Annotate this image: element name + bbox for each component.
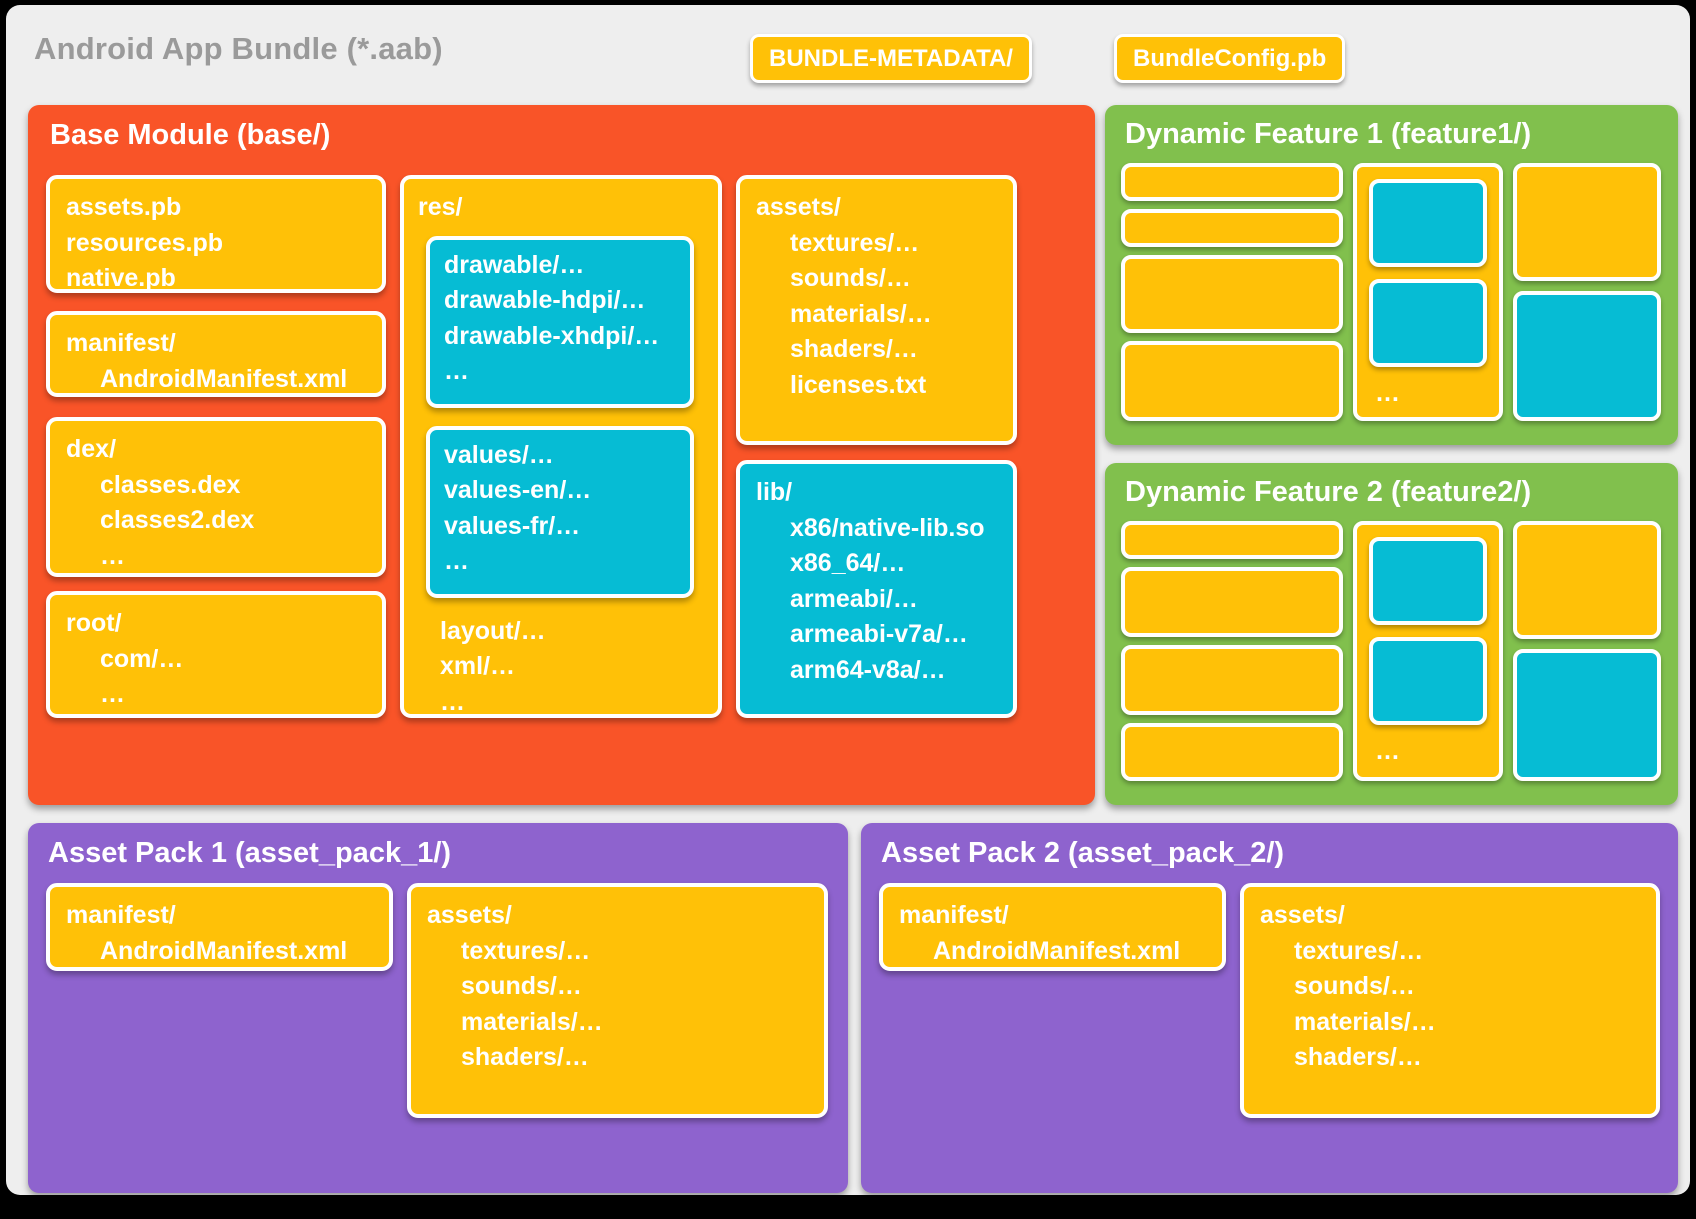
- pack1-manifest-head: manifest/: [66, 901, 176, 929]
- dynamic-feature-1-container: Dynamic Feature 1 (feature1/) …: [1105, 105, 1678, 445]
- feature2-lib-box: [1513, 649, 1661, 781]
- base-assets-child-3: materials/…: [790, 299, 932, 328]
- pack2-assets-head: assets/: [1260, 901, 1345, 929]
- dex-head: dex/: [66, 435, 117, 463]
- base-assets-child-2: sounds/…: [790, 264, 911, 292]
- dynamic-feature-2-title: Dynamic Feature 2 (feature2/): [1125, 476, 1532, 508]
- res-values-box: values/… values-en/… values-fr/… …: [426, 425, 694, 598]
- android-app-bundle-card: Android App Bundle (*.aab) BUNDLE-METADA…: [6, 5, 1690, 1195]
- values-line-3: values-fr/…: [444, 511, 581, 540]
- feature1-bar-2: [1121, 209, 1343, 247]
- root-child-1: com/…: [100, 644, 184, 673]
- base-root-box: root/ com/… …: [46, 591, 386, 718]
- protos-line-3: native.pb: [66, 264, 176, 292]
- res-head: res/: [418, 193, 463, 221]
- pack2-assets-child-1: textures/…: [1294, 936, 1424, 965]
- lib-child-1: x86/native-lib.so: [790, 513, 985, 542]
- feature1-assets-box: [1513, 163, 1661, 281]
- lib-child-4: armeabi-v7a/…: [790, 620, 968, 648]
- base-dex-box: dex/ classes.dex classes2.dex …: [46, 417, 386, 577]
- asset-pack-2-title: Asset Pack 2 (asset_pack_2/): [881, 837, 1285, 869]
- pack1-manifest-box: manifest/ AndroidManifest.xml: [46, 883, 393, 971]
- feature2-cyan-2: [1369, 637, 1487, 725]
- values-line-1: values/…: [444, 440, 554, 469]
- asset-pack-2-container: Asset Pack 2 (asset_pack_2/) manifest/ A…: [861, 823, 1678, 1193]
- bundle-metadata-chip: BUNDLE-METADATA/: [750, 34, 1032, 83]
- pack2-assets-child-4: shaders/…: [1294, 1043, 1422, 1071]
- asset-pack-1-title: Asset Pack 1 (asset_pack_1/): [48, 837, 452, 869]
- feature1-cyan-2: [1369, 279, 1487, 367]
- protos-line-2: resources.pb: [66, 228, 224, 257]
- feature2-bar-4: [1121, 723, 1343, 781]
- pack1-assets-child-2: sounds/…: [461, 972, 582, 1000]
- root-child-2: …: [100, 680, 125, 708]
- pack2-assets-child-3: materials/…: [1294, 1007, 1436, 1036]
- pack1-assets-child-3: materials/…: [461, 1007, 603, 1036]
- manifest-head: manifest/: [66, 329, 176, 357]
- pack2-assets-child-2: sounds/…: [1294, 972, 1415, 1000]
- lib-child-3: armeabi/…: [790, 584, 918, 613]
- feature1-res-container: …: [1353, 163, 1503, 421]
- pack1-manifest-child-1: AndroidManifest.xml: [100, 936, 348, 965]
- res-tail-2: xml/…: [440, 652, 516, 680]
- bundle-header: Android App Bundle (*.aab) BUNDLE-METADA…: [6, 5, 1690, 97]
- pack2-manifest-box: manifest/ AndroidManifest.xml: [879, 883, 1226, 971]
- feature1-bar-1: [1121, 163, 1343, 201]
- pack1-assets-box: assets/ textures/… sounds/… materials/… …: [407, 883, 828, 1118]
- pack1-assets-head: assets/: [427, 901, 512, 929]
- asset-pack-1-container: Asset Pack 1 (asset_pack_1/) manifest/ A…: [28, 823, 848, 1193]
- base-module-container: Base Module (base/) assets.pb resources.…: [28, 105, 1095, 805]
- base-assets-box: assets/ textures/… sounds/… materials/… …: [736, 175, 1017, 445]
- manifest-child-1: AndroidManifest.xml: [100, 364, 348, 393]
- lib-child-2: x86_64/…: [790, 549, 906, 577]
- base-module-title: Base Module (base/): [50, 119, 331, 151]
- drawable-line-4: …: [444, 357, 469, 385]
- values-line-4: …: [444, 547, 469, 575]
- root-head: root/: [66, 609, 122, 637]
- feature1-bar-3: [1121, 255, 1343, 333]
- res-tail-group: layout/… xml/… …: [440, 614, 718, 716]
- feature2-bar-1: [1121, 521, 1343, 559]
- base-protos-box: assets.pb resources.pb native.pb: [46, 175, 386, 293]
- base-manifest-box: manifest/ AndroidManifest.xml: [46, 311, 386, 397]
- res-tail-3: …: [440, 687, 465, 716]
- bundleconfig-chip: BundleConfig.pb: [1114, 34, 1346, 83]
- base-assets-child-5: licenses.txt: [790, 370, 927, 399]
- base-assets-head: assets/: [756, 193, 841, 221]
- feature2-res-container: …: [1353, 521, 1503, 781]
- pack2-manifest-child-1: AndroidManifest.xml: [933, 936, 1181, 965]
- protos-line-1: assets.pb: [66, 193, 182, 221]
- res-tail-1: layout/…: [440, 616, 546, 645]
- base-assets-child-4: shaders/…: [790, 335, 918, 363]
- feature1-bar-4: [1121, 341, 1343, 421]
- pack2-manifest-head: manifest/: [899, 901, 1009, 929]
- drawable-line-2: drawable-hdpi/…: [444, 286, 646, 314]
- base-res-box: res/ drawable/… drawable-hdpi/… drawable…: [400, 175, 722, 718]
- pack2-assets-box: assets/ textures/… sounds/… materials/… …: [1240, 883, 1660, 1118]
- values-line-2: values-en/…: [444, 476, 592, 504]
- base-lib-box: lib/ x86/native-lib.so x86_64/… armeabi/…: [736, 460, 1017, 718]
- feature1-ellipsis: …: [1375, 379, 1400, 407]
- drawable-line-3: drawable-xhdpi/…: [444, 321, 660, 350]
- dynamic-feature-1-title: Dynamic Feature 1 (feature1/): [1125, 118, 1532, 150]
- feature2-bar-2: [1121, 567, 1343, 637]
- res-drawable-box: drawable/… drawable-hdpi/… drawable-xhdp…: [426, 235, 694, 408]
- base-assets-child-1: textures/…: [790, 228, 920, 257]
- dex-child-2: classes2.dex: [100, 506, 255, 534]
- lib-head: lib/: [756, 478, 793, 506]
- pack1-assets-child-4: shaders/…: [461, 1043, 589, 1071]
- page-title: Android App Bundle (*.aab): [34, 31, 443, 66]
- drawable-line-1: drawable/…: [444, 250, 585, 279]
- lib-child-5: arm64-v8a/…: [790, 655, 946, 684]
- pack1-assets-child-1: textures/…: [461, 936, 591, 965]
- feature2-bar-3: [1121, 645, 1343, 715]
- dynamic-feature-2-container: Dynamic Feature 2 (feature2/) …: [1105, 463, 1678, 805]
- dex-child-3: …: [100, 541, 125, 570]
- feature2-cyan-1: [1369, 537, 1487, 625]
- dex-child-1: classes.dex: [100, 470, 241, 499]
- feature2-ellipsis: …: [1375, 737, 1400, 765]
- feature1-cyan-1: [1369, 179, 1487, 267]
- feature1-lib-box: [1513, 291, 1661, 421]
- feature2-assets-box: [1513, 521, 1661, 639]
